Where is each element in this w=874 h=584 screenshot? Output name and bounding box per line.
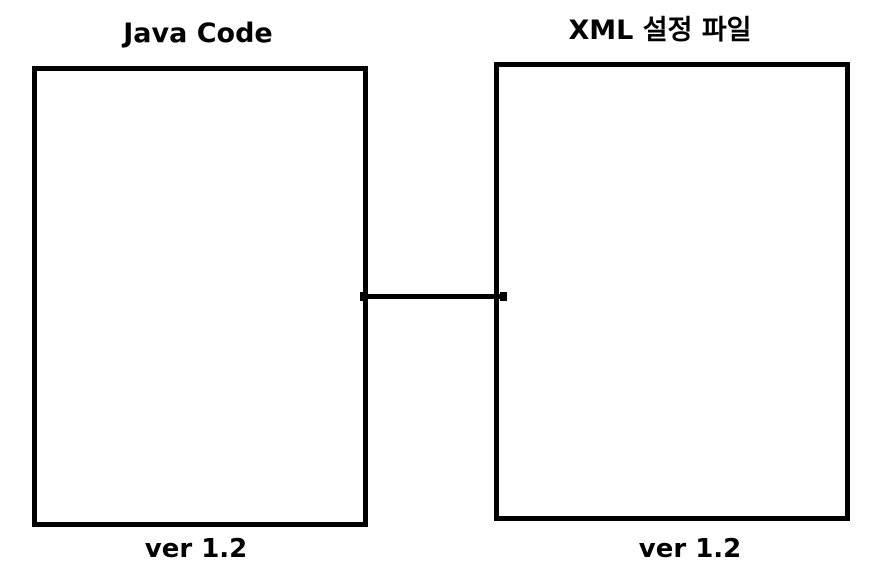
java-code-version-label: ver 1.2: [144, 534, 248, 564]
java-code-title: Java Code: [123, 18, 273, 49]
xml-config-version-label: ver 1.2: [638, 534, 742, 564]
xml-config-title: XML 설정 파일: [568, 15, 752, 46]
connector-endpoint-left-dot-icon: [360, 292, 367, 301]
java-code-box[interactable]: [32, 66, 368, 527]
connector-endpoint-right-dot-icon: [500, 292, 507, 301]
xml-config-box[interactable]: [494, 62, 850, 521]
connector-line: [363, 294, 505, 299]
